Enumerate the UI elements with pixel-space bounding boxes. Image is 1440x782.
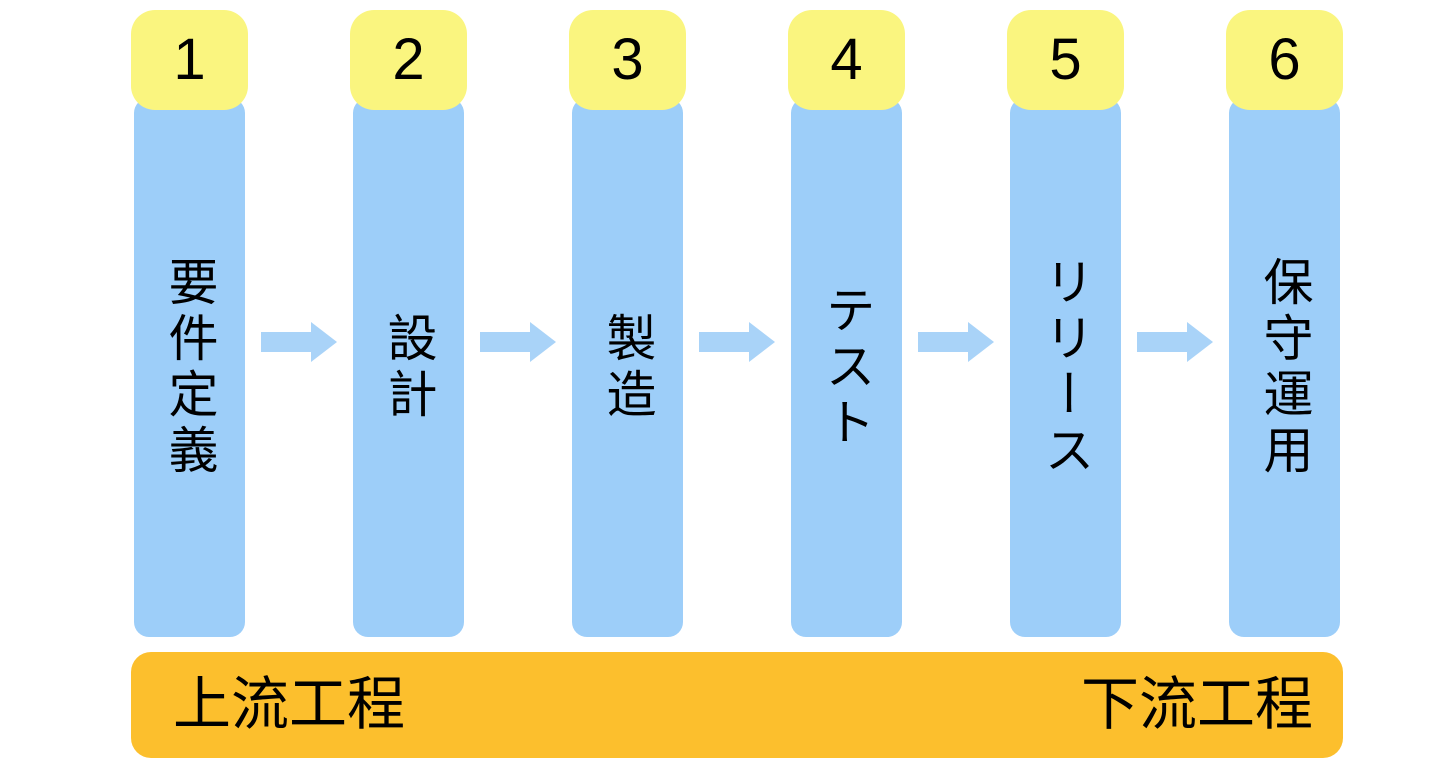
process-phase-band: 上流工程 下流工程	[131, 652, 1343, 758]
stage-number-badge: 3	[569, 10, 686, 110]
stage-bar: リリース	[1010, 98, 1121, 637]
flow-arrow-icon	[480, 322, 556, 362]
arrow-body	[699, 332, 749, 352]
stage-number-badge: 2	[350, 10, 467, 110]
arrow-head	[968, 322, 994, 362]
stages-row: 1 要件定義 2 設計 3 製造	[131, 10, 1343, 637]
stage-number-badge: 6	[1226, 10, 1343, 110]
stage-release: 5 リリース	[1007, 10, 1124, 637]
stage-number-text: 3	[611, 27, 644, 92]
flow-arrow-icon	[918, 322, 994, 362]
stage-number-badge: 4	[788, 10, 905, 110]
stage-label: 保守運用	[1256, 255, 1313, 480]
stage-test: 4 テスト	[788, 10, 905, 637]
downstream-label: 下流工程	[1080, 672, 1313, 737]
arrow-head	[530, 322, 556, 362]
arrow-head	[311, 322, 337, 362]
stage-number-text: 6	[1268, 27, 1301, 92]
stage-number-text: 2	[392, 27, 425, 92]
arrow-head	[1187, 322, 1213, 362]
arrow-head	[749, 322, 775, 362]
flow-arrow-icon	[261, 322, 337, 362]
stage-requirements: 1 要件定義	[131, 10, 248, 637]
stage-label: 設計	[380, 311, 437, 424]
stage-bar: 設計	[353, 98, 464, 637]
arrow-body	[1137, 332, 1187, 352]
stage-bar: 保守運用	[1229, 98, 1340, 637]
stage-design: 2 設計	[350, 10, 467, 637]
stage-maintenance: 6 保守運用	[1226, 10, 1343, 637]
stage-label: テスト	[818, 283, 875, 452]
stage-bar: テスト	[791, 98, 902, 637]
stage-number-text: 4	[830, 27, 863, 92]
stage-number-badge: 5	[1007, 10, 1124, 110]
stage-number-text: 1	[173, 27, 206, 92]
stage-label: 要件定義	[161, 255, 218, 480]
stage-number-badge: 1	[131, 10, 248, 110]
stage-manufacturing: 3 製造	[569, 10, 686, 637]
arrow-body	[480, 332, 530, 352]
flow-arrow-icon	[1137, 322, 1213, 362]
arrow-body	[918, 332, 968, 352]
stage-bar: 要件定義	[134, 98, 245, 637]
stage-label: 製造	[599, 311, 656, 424]
stage-label: リリース	[1037, 255, 1094, 480]
stage-number-text: 5	[1049, 27, 1082, 92]
flow-arrow-icon	[699, 322, 775, 362]
arrow-body	[261, 332, 311, 352]
stage-bar: 製造	[572, 98, 683, 637]
upstream-label: 上流工程	[173, 672, 406, 737]
